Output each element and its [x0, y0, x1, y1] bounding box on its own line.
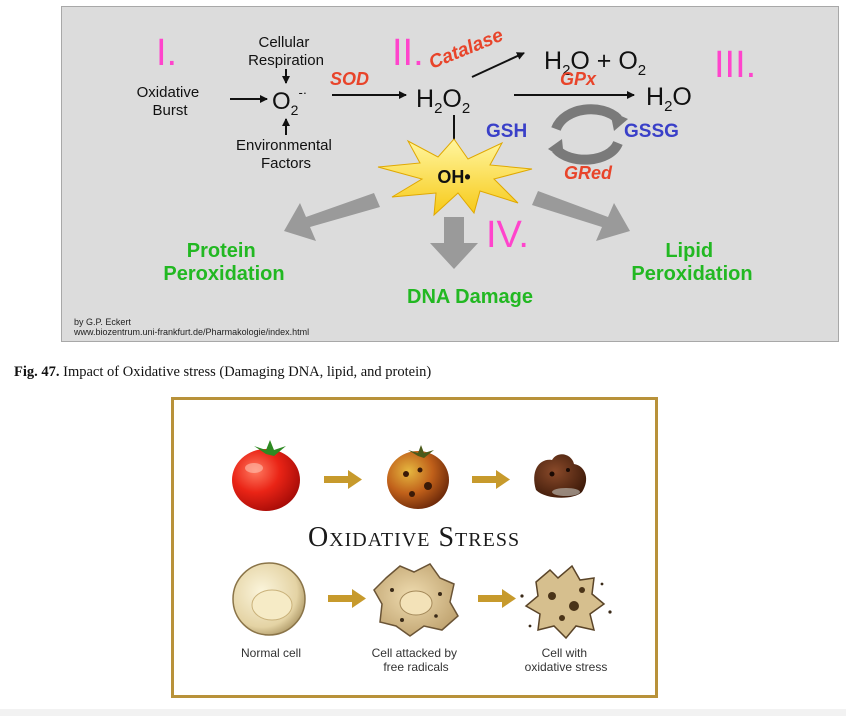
water-species: H2O [646, 83, 692, 115]
enzyme-sod: SOD [330, 69, 369, 89]
outcome-dna-damage: DNA Damage [407, 286, 533, 308]
glutathione-cycle-arrow-bottom [552, 140, 623, 165]
arrow-to-lipid [532, 191, 630, 241]
rotten-tomato-image [534, 454, 587, 498]
label-stressed-cell: Cell with oxidative stress [525, 646, 608, 674]
oxidizing-tomato-image [387, 445, 449, 509]
arrow-tomato-2-icon [472, 470, 510, 489]
illustration-title: Oxidative Stress [308, 522, 520, 553]
water-and-oxygen-species: H2O + O2 [544, 47, 646, 79]
source-cellular-respiration: Cellular Respiration [248, 34, 324, 69]
source-environmental-factors: Environmental Factors [236, 137, 336, 172]
numeral-iv: IV. [486, 214, 529, 256]
label-normal-cell: Normal cell [241, 646, 301, 660]
normal-cell-image [232, 562, 306, 636]
enzyme-gred: GRed [564, 163, 613, 183]
arrow-cell-2-icon [478, 589, 516, 608]
figure-caption-text: Impact of Oxidative stress (Damaging DNA… [59, 364, 432, 380]
numeral-ii: II. [392, 32, 424, 74]
enzyme-gpx: GPx [560, 69, 597, 89]
label-attacked-cell: Cell attacked by free radicals [372, 646, 461, 674]
figure-credit: by G.P. Eckert www.biozentrum.uni-frankf… [73, 317, 309, 337]
fresh-tomato-image [232, 440, 300, 511]
arrow-to-dna [430, 217, 478, 269]
oxidative-stress-pathway-diagram: I. II. III. IV. Cellular Respiration Oxi… [61, 6, 839, 342]
glutathione-cycle-head-bottom [548, 139, 564, 159]
hydroxyl-radical-burst [377, 138, 533, 217]
outcome-protein-peroxidation: Protein Peroxidation [163, 240, 284, 285]
arrow-to-protein [284, 193, 380, 241]
oxidative-stress-illustration: Oxidative Stress Normal cell [171, 397, 658, 698]
glutathione-cycle-head-top [610, 111, 628, 131]
glutathione-cycle-arrow-top [551, 104, 622, 132]
figure-caption: Fig. 47. Impact of Oxidative stress (Dam… [14, 364, 431, 381]
page-bottom-strip [0, 709, 846, 716]
glutathione-gssg: GSSG [624, 121, 679, 142]
superoxide-species: O2-· [272, 85, 307, 118]
attacked-cell-image [373, 563, 459, 637]
stressed-cell-image [520, 564, 612, 640]
arrow-tomato-1-icon [324, 470, 362, 489]
hydroxyl-radical-species: OH• [437, 167, 470, 187]
numeral-i: I. [156, 32, 177, 74]
arrow-catalase [471, 52, 525, 78]
figure-caption-label: Fig. 47. [14, 364, 60, 380]
hydrogen-peroxide-species: H2O2 [416, 85, 470, 117]
source-oxidative-burst: Oxidative Burst [137, 84, 204, 119]
glutathione-gsh: GSH [486, 121, 527, 142]
numeral-iii: III. [714, 44, 756, 86]
outcome-lipid-peroxidation: Lipid Peroxidation [631, 240, 752, 285]
arrow-cell-1-icon [328, 589, 366, 608]
